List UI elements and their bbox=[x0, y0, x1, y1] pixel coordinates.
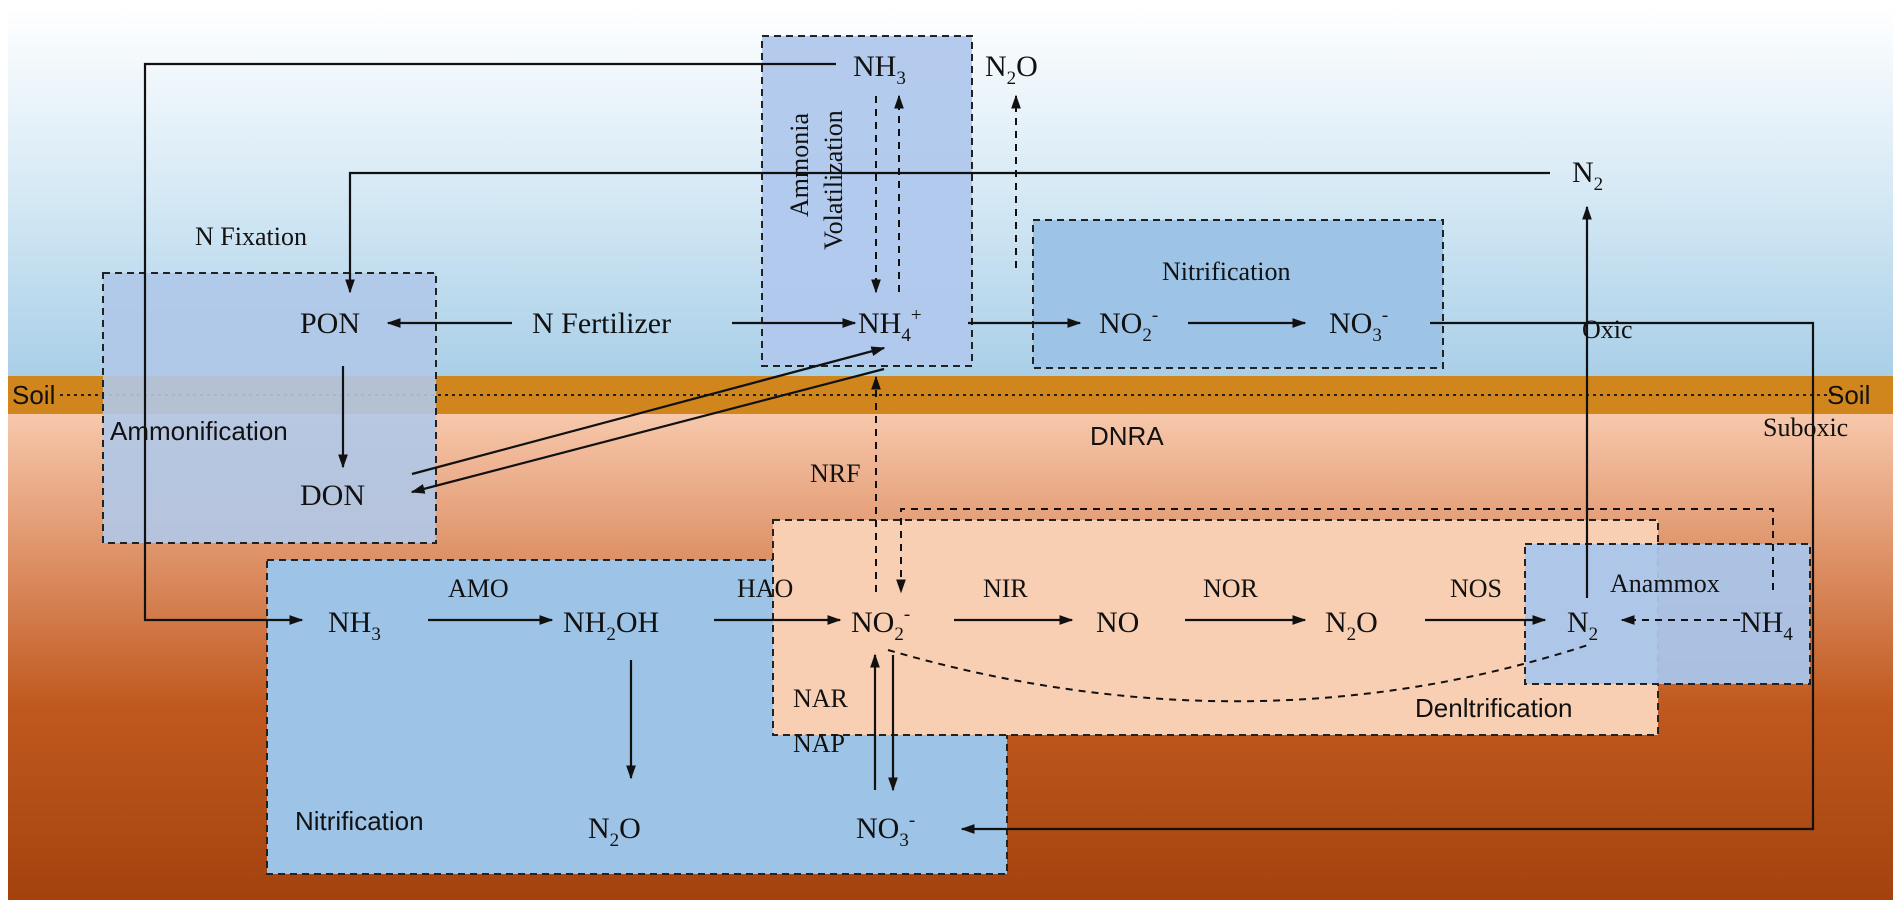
nh3-bottom-formula: NH3 bbox=[328, 606, 381, 645]
arrow-nh3-top-to-nh3-bottom bbox=[143, 62, 836, 625]
amo-label: AMO bbox=[448, 574, 509, 603]
ammonification-label: Ammonification bbox=[110, 416, 288, 446]
arrow-n2-to-pon bbox=[345, 171, 1550, 294]
ammonia-label: Ammonia bbox=[785, 113, 814, 217]
hao-label: HAO bbox=[737, 574, 793, 603]
nh3-top-formula: NH3 bbox=[853, 50, 906, 89]
anammox-label: Anammox bbox=[1610, 569, 1720, 598]
n2o-top-formula: N2O bbox=[985, 50, 1038, 89]
arrow-no3-top-to-no3-bottom bbox=[960, 321, 1815, 834]
oxic-label: Oxic bbox=[1582, 315, 1633, 344]
no2-bottom-formula: NO2- bbox=[851, 604, 910, 645]
curve-no2-to-n2-dashed bbox=[887, 644, 1589, 703]
n2-top-formula: N2 bbox=[1572, 156, 1603, 195]
nrf-label: NRF bbox=[810, 459, 861, 488]
nar-label: NAR bbox=[793, 684, 849, 713]
denitrification-label: Denltrification bbox=[1415, 693, 1573, 723]
denitrification-box bbox=[772, 519, 1659, 736]
nor-label: NOR bbox=[1203, 574, 1259, 603]
solid-arrows bbox=[143, 62, 1815, 834]
nos-label: NOS bbox=[1450, 574, 1502, 603]
no3-bottom-formula: NO3- bbox=[856, 810, 915, 851]
suboxic-label: Suboxic bbox=[1763, 413, 1848, 442]
nh2oh-formula: NH2OH bbox=[563, 606, 659, 645]
anammox-box bbox=[1524, 543, 1811, 685]
nitrification-bottom-label: Nitrification bbox=[295, 806, 424, 836]
n2o-bottom-formula: N2O bbox=[588, 812, 641, 851]
nap-label: NAP bbox=[793, 729, 845, 758]
ammonia-volatilization-box bbox=[761, 35, 973, 367]
nh4-top-formula: NH4+ bbox=[858, 305, 922, 346]
arrow-dnra-dashed bbox=[896, 508, 1774, 594]
dnra-label: DNRA bbox=[1090, 421, 1164, 451]
no3-top-formula: NO3- bbox=[1329, 305, 1388, 346]
n2-bottom-formula: N2 bbox=[1567, 606, 1598, 645]
n-fertilizer-label: N Fertilizer bbox=[532, 307, 671, 340]
arrow-don-to-nh4 bbox=[411, 346, 886, 476]
no2-top-formula: NO2- bbox=[1099, 305, 1158, 346]
arrow-nh4-to-don bbox=[410, 367, 885, 494]
n-fixation-label: N Fixation bbox=[195, 222, 307, 251]
nh4-bottom-formula: NH4 bbox=[1740, 606, 1793, 645]
volatilization-label: Volatilization bbox=[819, 110, 848, 250]
n2o-mid-formula: N2O bbox=[1325, 606, 1378, 645]
nitrification-top-label: Nitrification bbox=[1162, 257, 1291, 286]
nitrification-top-box bbox=[1032, 219, 1444, 369]
pon-label: PON bbox=[300, 307, 360, 340]
don-label: DON bbox=[300, 479, 365, 512]
soil-label-right: Soil bbox=[1827, 380, 1870, 410]
nir-label: NIR bbox=[983, 574, 1028, 603]
ammonification-box bbox=[102, 272, 437, 544]
no-formula: NO bbox=[1096, 606, 1139, 639]
dashed-arrows bbox=[871, 94, 1774, 703]
soil-label-left: Soil bbox=[12, 380, 55, 410]
